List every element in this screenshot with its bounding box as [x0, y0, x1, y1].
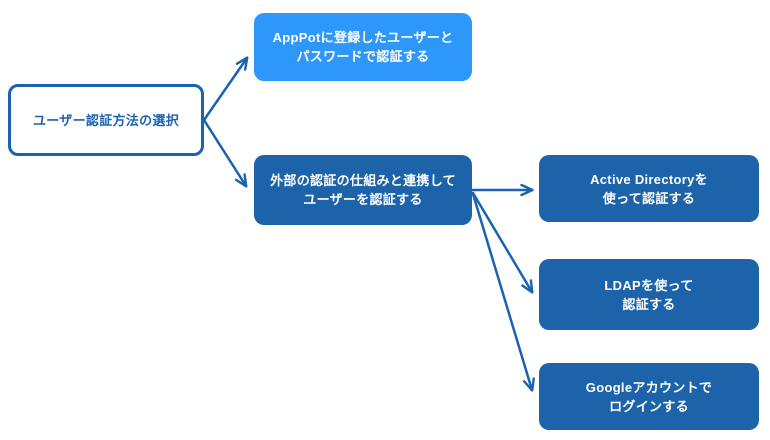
node-active-directory-auth: Active Directoryを 使って認証する [539, 155, 759, 222]
node-label-line1: LDAPを使って [604, 277, 694, 293]
arrow-root-to-external [202, 118, 248, 188]
node-label-line1: AppPotに登録したユーザーと [272, 30, 454, 45]
node-google-account-login: Googleアカウントで ログインする [539, 363, 759, 430]
node-apppot-user-password: AppPotに登録したユーザーと パスワードで認証する [254, 13, 472, 81]
node-label-line2: 使って認証する [602, 190, 696, 206]
node-external-auth-link: 外部の認証の仕組みと連携して ユーザーを認証する [254, 155, 472, 225]
arrow-external-to-ldap [471, 191, 534, 294]
node-auth-method-selection: ユーザー認証方法の選択 [8, 84, 204, 156]
node-label-line2: パスワードで認証する [296, 49, 430, 64]
node-label-line1: Active Directoryを [590, 171, 708, 187]
node-label: ユーザー認証方法の選択 [32, 112, 180, 128]
arrow-external-to-google [471, 192, 535, 392]
node-label-line2: ユーザーを認証する [303, 192, 423, 207]
node-label-line2: ログインする [609, 398, 689, 414]
arrow-root-to-apppot [202, 56, 249, 122]
node-label-line1: Googleアカウントで [585, 379, 713, 395]
node-label-line2: 認証する [622, 296, 676, 312]
node-ldap-auth: LDAPを使って 認証する [539, 259, 759, 330]
node-label-line1: 外部の認証の仕組みと連携して [270, 173, 456, 188]
